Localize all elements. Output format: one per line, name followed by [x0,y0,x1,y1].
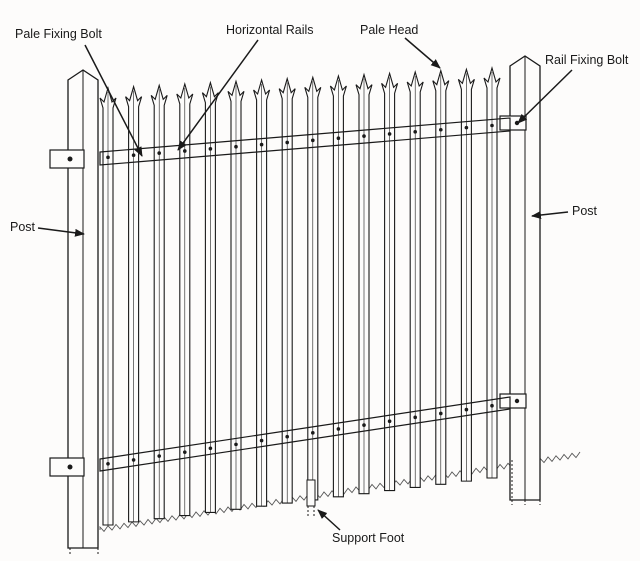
support-foot [306,479,316,518]
pale-fixing-bolt [439,411,443,416]
pales [99,65,501,526]
pale-fixing-bolt [157,454,161,458]
label-horizontal-rails: Horizontal Rails [226,23,314,37]
lower-rail [99,396,511,472]
pale-fixing-bolt [259,438,264,443]
pale-fixing-bolt [387,132,392,136]
horizontal-rails [99,117,511,472]
pale-fixing-bolt [234,144,238,149]
rail-brackets [49,115,527,477]
pale-fixing-bolt [208,147,213,151]
pale-fixing-bolt [183,149,187,153]
pale-fixing-bolt-arrow [84,44,143,157]
pale-fixing-bolt [362,423,366,427]
label-post-left: Post [10,220,36,234]
pale-fixing-bolt [413,415,418,420]
left-post-arrow [37,227,85,237]
label-pale-fixing-bolt: Pale Fixing Bolt [15,27,102,41]
pale-fixing-bolt [285,140,290,145]
rail-fixing-bolt-arrow [517,69,573,124]
pale-fixing-bolt [362,134,366,138]
lower-left-bracket [49,457,85,477]
pale-fixing-bolt [311,138,315,143]
pale-fixing-bolt [106,461,110,466]
callout-arrows [37,37,573,531]
horizontal-rails-arrow [177,39,259,151]
upper-left-bracket [49,149,85,169]
pale-fixing-bolt [439,127,443,132]
pale-fixing-bolt [259,142,264,147]
pale-fixing-bolt [490,123,494,128]
pale-fixing-bolt [208,446,213,451]
pale-fixing-bolt [464,125,469,130]
upper-rail [99,117,511,166]
pale-fixing-bolt [311,431,315,435]
pale-fixing-bolt [336,427,341,431]
pale-fixing-bolt [336,136,341,141]
label-post-right: Post [572,204,598,218]
pale-fixing-bolt [157,151,161,155]
posts [67,55,541,556]
label-pale-head: Pale Head [360,23,418,37]
callout-labels: Pale Fixing Bolt Horizontal Rails Pale H… [10,23,629,545]
label-support-foot: Support Foot [332,531,405,545]
pale-fixing-bolt [285,434,290,439]
pale-fixing-bolt [413,130,418,134]
pale-fixing-bolt [131,458,136,462]
label-rail-fixing-bolt: Rail Fixing Bolt [545,53,629,67]
pale-fixing-bolt [183,450,187,454]
pale-fixing-bolt [464,407,469,412]
right-post-arrow [531,211,569,219]
pale-fixing-bolt [131,153,136,158]
pale-head-arrow [404,37,441,69]
pale-fixing-bolt [106,155,110,160]
pale-fixing-bolt [234,442,238,447]
support-foot-arrow [317,509,341,531]
pale-fixing-bolt [490,403,494,408]
lower-right-bracket [499,393,527,409]
pale-fixing-bolt [387,419,392,424]
